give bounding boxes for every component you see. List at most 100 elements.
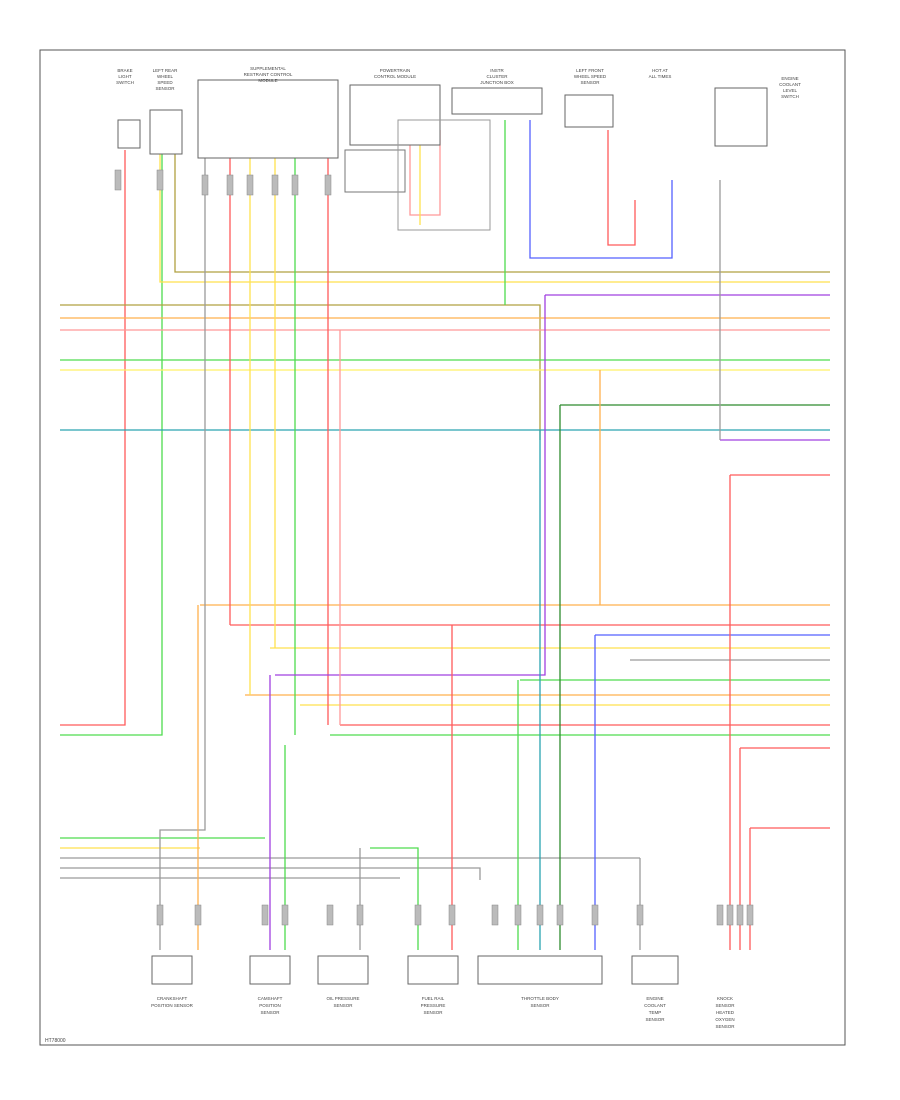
component-box [151,955,193,985]
component-label: LEFT REAR [153,68,178,73]
component-box [344,149,406,193]
wire [174,150,830,273]
connector-pin [246,174,254,196]
connector-pin [556,904,564,926]
component-label: CLUSTER [486,74,508,79]
connector-pin [271,174,279,196]
connector-pin [636,904,644,926]
connector-pin [356,904,364,926]
wire [275,295,546,676]
component-label: SENSOR [715,1024,735,1029]
connector-pin [591,904,599,926]
component-box [397,119,491,231]
bottom-components [151,955,679,985]
component-label: TEMP [649,1010,662,1015]
component-label: HOT AT [652,68,668,73]
component-label: MODULE [258,78,277,83]
component-label: FUEL RAIL [422,996,445,1001]
wires-layer [60,120,830,950]
component-label: ENGINE [781,76,798,81]
component-label: KNOCK [717,996,733,1001]
component-label: PRESSURE [421,1003,446,1008]
wire [60,150,163,736]
bottom-labels: CRANKSHAFT POSITION SENSOR CAMSHAFT POSITIO… [151,996,735,1029]
component-box [197,79,339,159]
component-label: POWERTRAIN [380,68,410,73]
component-label: SENSOR [155,86,175,91]
component-label: SWITCH [116,80,134,85]
component-box [149,109,183,155]
component-box [317,955,369,985]
component-label: COOLANT [779,82,801,87]
connector-pin [201,174,209,196]
connector-pin [491,904,499,926]
diagram-frame [39,49,846,1046]
footer-code: HT78000 [45,1038,66,1044]
connector-pin [726,904,734,926]
component-box [117,119,141,149]
component-label: POSITION [259,1003,281,1008]
component-box [564,94,614,128]
wire [159,150,206,950]
connector-pin [746,904,754,926]
component-box [349,84,441,146]
connector-pin [324,174,332,196]
connector-pin [716,904,724,926]
wire [529,120,673,259]
component-label: HEATED [716,1010,735,1015]
component-label: SENSOR [715,1003,735,1008]
component-label: SENSOR [580,80,600,85]
component-box [631,955,679,985]
component-label: WHEEL [157,74,174,79]
top-components [117,79,768,231]
component-box [714,87,768,147]
connector-pin [736,904,744,926]
component-label: LEVEL [783,88,798,93]
component-label: SENSOR [333,1003,353,1008]
wire [607,130,636,246]
component-box [249,955,291,985]
wire [159,150,830,283]
connector-pin [114,169,122,191]
component-label: CRANKSHAFT [157,996,188,1001]
connector-pin [291,174,299,196]
component-label: COOLANT [644,1003,666,1008]
component-label: THROTTLE BODY [521,996,559,1001]
component-box [407,955,459,985]
component-label: BRAKE [117,68,132,73]
component-label: ENGINE [646,996,663,1001]
component-label: LIGHT [118,74,132,79]
component-label: CONTROL MODULE [374,74,416,79]
component-label: SENSOR [423,1010,443,1015]
connector-pin [414,904,422,926]
wire [409,130,441,216]
component-box [451,87,543,115]
connector-pin [536,904,544,926]
wire [60,304,541,440]
wire [60,867,481,880]
connector-pin [326,904,334,926]
component-label: SENSOR [530,1003,550,1008]
component-label: CAMSHAFT [258,996,283,1001]
component-label: SPEED [157,80,173,85]
component-label: LEFT FRONT [576,68,604,73]
connector-pin [156,169,164,191]
connector-pin [194,904,202,926]
component-label: SENSOR [645,1017,665,1022]
wire [370,847,419,950]
component-label: POSITION SENSOR [151,1003,194,1008]
component-label: INSTR [490,68,504,73]
component-label: OXYGEN [715,1017,734,1022]
component-label: WHEEL SPEED [574,74,607,79]
connector-pin [281,904,289,926]
wire [60,150,126,726]
component-label: ALL TIMES [649,74,672,79]
connector-pin [226,174,234,196]
component-label: SWITCH [781,94,799,99]
component-box [477,955,603,985]
connector-pin [261,904,269,926]
connector-pin [448,904,456,926]
component-label: SENSOR [260,1010,280,1015]
component-label: RESTRAINT CONTROL [244,72,293,77]
